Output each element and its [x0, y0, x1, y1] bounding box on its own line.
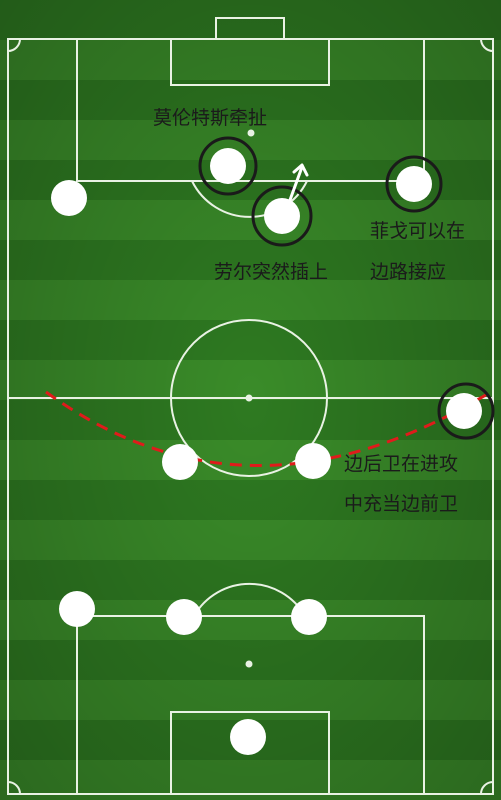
bottom-penalty-arc — [193, 582, 306, 617]
center-spot — [245, 394, 253, 402]
ring-raul — [251, 185, 313, 247]
label-fullback-line2: 中充当边前卫 — [344, 493, 458, 515]
player-midfielder-right — [295, 443, 331, 479]
corner-arc-tr — [480, 38, 494, 52]
label-fullback-line1: 边后卫在进攻 — [344, 453, 458, 475]
player-right-fullback — [446, 393, 482, 429]
center-circle — [170, 319, 328, 477]
ring-figo — [385, 155, 443, 213]
label-moreno: 莫伦特斯牵扯 — [153, 107, 267, 129]
label-figo-line1: 菲戈可以在 — [370, 220, 465, 242]
player-left-back — [59, 591, 95, 627]
players — [51, 148, 482, 755]
label-figo-line2: 边路接应 — [370, 261, 446, 283]
bottom-goal-area — [170, 711, 330, 795]
pitch-spots — [245, 129, 255, 668]
player-center-back-left — [166, 599, 202, 635]
top-penalty-arc — [191, 180, 308, 218]
corner-arc-tl — [7, 38, 21, 52]
top-goal — [215, 17, 285, 40]
player-left-winger — [51, 180, 87, 216]
ring-right-fullback — [437, 382, 495, 440]
player-raul — [264, 198, 300, 234]
top-penalty-spot — [247, 129, 255, 137]
highlight-rings — [198, 136, 495, 440]
player-midfielder-left — [162, 444, 198, 480]
bottom-penalty-spot — [245, 660, 253, 668]
player-figo — [396, 166, 432, 202]
corner-arc-br — [480, 781, 494, 795]
player-moreno — [210, 148, 246, 184]
ring-moreno — [198, 136, 258, 196]
player-goalkeeper — [230, 719, 266, 755]
raul-run-arrow — [288, 163, 309, 202]
corner-arc-bl — [7, 781, 21, 795]
player-center-back-right — [291, 599, 327, 635]
fullback-movement-arc — [45, 388, 495, 467]
label-raul: 劳尔突然插上 — [214, 261, 328, 283]
